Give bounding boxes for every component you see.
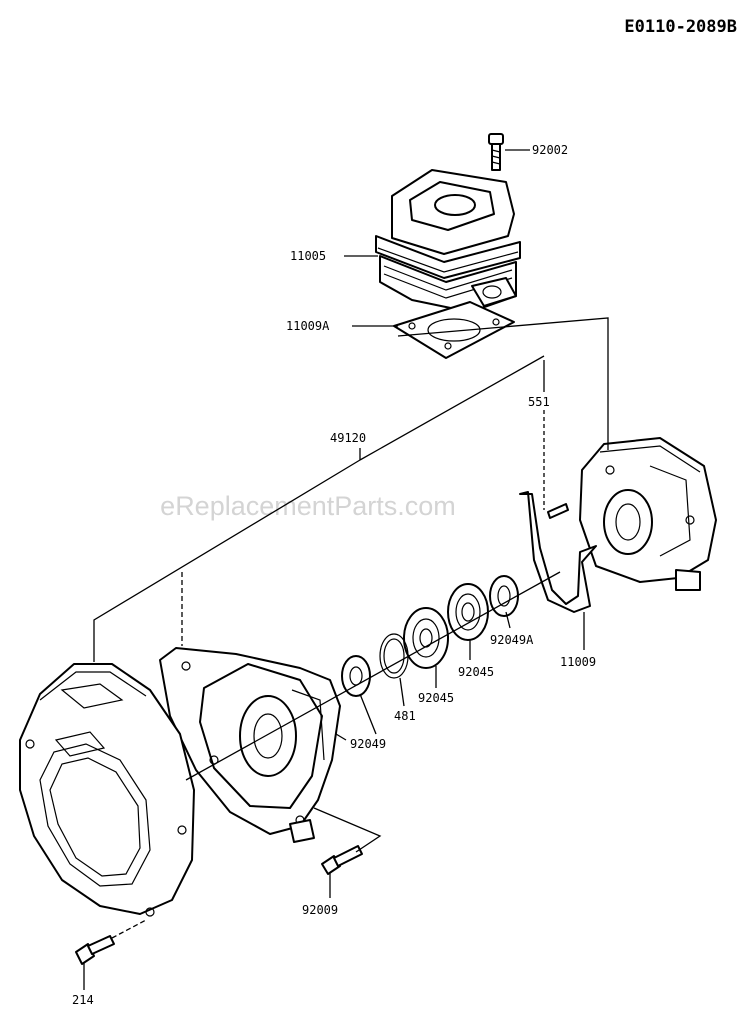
ring-481-drawing: [379, 633, 409, 679]
gasket-11009-drawing: [519, 491, 597, 613]
cylinder-11005-drawing: [375, 169, 521, 313]
callout-11005: 11005: [290, 249, 326, 263]
callout-92002: 92002: [532, 143, 568, 157]
watermark: eReplacementParts.com: [160, 491, 456, 521]
diagram-code: E0110-2089B: [624, 17, 737, 37]
callout-49120: 49120: [330, 431, 366, 445]
callout-92045-lower: 92045: [418, 691, 454, 705]
leader-lines: [83, 149, 609, 990]
bolt-92002-drawing: [488, 133, 504, 171]
crankcase-right-drawing: [579, 437, 717, 591]
crankcase-left-drawing: [159, 647, 341, 843]
callout-92009: 92009: [302, 903, 338, 917]
callout-481: 481: [394, 709, 416, 723]
seal-92049-drawing: [341, 655, 371, 697]
callout-11009: 11009: [560, 655, 596, 669]
ring-92049A-drawing: [489, 575, 519, 617]
bolt-214-drawing: [75, 935, 115, 965]
cylinder-assembly: [375, 133, 521, 359]
callout-92049A: 92049A: [490, 633, 534, 647]
bolt-92009-drawing: [321, 845, 363, 875]
pin-551-drawing: [547, 503, 569, 519]
gasket-11009A-drawing: [393, 301, 515, 359]
callout-214: 214: [72, 993, 94, 1007]
bearing-92045-inner-drawing: [447, 583, 489, 641]
callout-92049: 92049: [350, 737, 386, 751]
callout-92045-upper: 92045: [458, 665, 494, 679]
fan-housing-drawing: [19, 663, 195, 917]
callout-551: 551: [528, 395, 550, 409]
callout-11009A: 11009A: [286, 319, 330, 333]
